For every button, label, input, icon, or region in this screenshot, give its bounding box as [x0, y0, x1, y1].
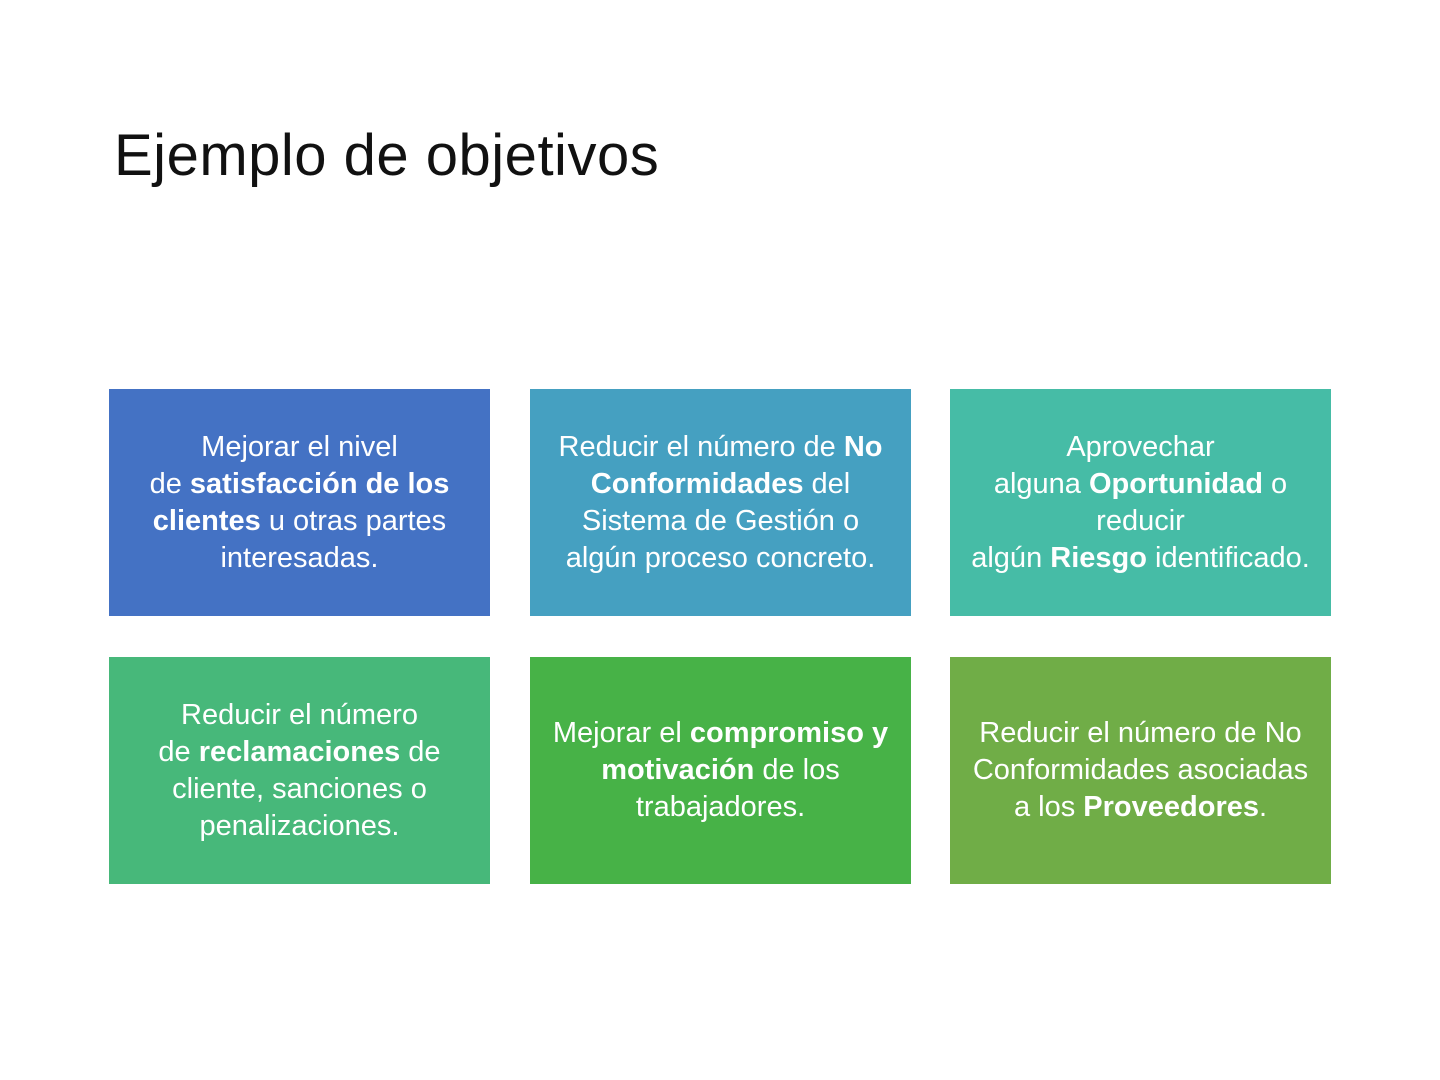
bold-text: reclamaciones	[198, 735, 401, 768]
box-text-line: Reducir el número	[158, 697, 440, 734]
text: .	[1258, 791, 1268, 823]
box-text-line: clientes u otras partes	[150, 503, 450, 540]
text: interesadas.	[220, 541, 379, 574]
text: alguna	[993, 467, 1089, 500]
box-text-line: interesadas.	[150, 540, 450, 577]
box-text-line: reducir	[971, 503, 1310, 540]
box-text-line: Reducir el número de No	[559, 429, 883, 466]
box-text-line: de reclamaciones de	[158, 734, 440, 771]
box-text-line: Conformidades del	[559, 466, 883, 503]
box-text: Reducir el número de No Conformidades aso…	[973, 715, 1308, 826]
text: de los	[754, 754, 840, 786]
box-text-line: Mejorar el nivel	[150, 429, 450, 466]
box-text-line: Reducir el número de No	[973, 715, 1308, 752]
text: Reducir el número	[181, 698, 418, 731]
text: Reducir el número de No	[979, 717, 1302, 749]
text: a los	[1013, 791, 1084, 823]
text: algún proceso concreto.	[565, 541, 876, 574]
box-text-line: a los Proveedores.	[973, 789, 1308, 826]
text: de	[158, 735, 199, 768]
text: Reducir el número de	[558, 430, 844, 463]
text: Conformidades asociadas	[972, 754, 1309, 786]
objective-box-suppliers: Reducir el número de No Conformidades aso…	[950, 657, 1331, 884]
text: u otras partes	[260, 504, 447, 537]
bold-text: Riesgo	[1050, 541, 1147, 574]
bold-text: No	[843, 430, 883, 463]
text: reducir	[1096, 504, 1185, 537]
box-text-line: penalizaciones.	[158, 808, 440, 845]
text: Mejorar el nivel	[201, 430, 398, 463]
text: cliente, sanciones o	[172, 772, 427, 805]
text: o	[1262, 467, 1288, 500]
text: identificado.	[1146, 541, 1310, 574]
text: penalizaciones.	[199, 809, 400, 842]
text: trabajadores.	[635, 791, 806, 823]
text: de	[400, 735, 441, 768]
box-text-line: algún Riesgo identificado.	[971, 540, 1310, 577]
box-text-line: algún proceso concreto.	[559, 540, 883, 577]
box-text-line: alguna Oportunidad o	[971, 466, 1310, 503]
bold-text: Oportunidad	[1088, 467, 1263, 500]
box-text-line: Mejorar el compromiso y	[553, 715, 888, 752]
bold-text: compromiso y	[689, 717, 889, 749]
slide-title: Ejemplo de objetivos	[114, 123, 660, 188]
text: del	[803, 467, 851, 500]
box-text-line: Conformidades asociadas	[973, 752, 1308, 789]
text: Mejorar el	[552, 717, 690, 749]
text: de	[149, 467, 190, 500]
text: Sistema de Gestión o	[581, 504, 860, 537]
box-text-line: motivación de los	[553, 752, 888, 789]
box-text-line: trabajadores.	[553, 789, 888, 826]
bold-text: Proveedores	[1083, 791, 1259, 823]
box-text-line: Aprovechar	[971, 429, 1310, 466]
box-text-line: de satisfacción de los	[150, 466, 450, 503]
text: algún	[971, 541, 1051, 574]
text: Aprovechar	[1066, 430, 1215, 463]
box-text-line: cliente, sanciones o	[158, 771, 440, 808]
bold-text: satisfacción de los	[189, 467, 450, 500]
bold-text: Conformidades	[590, 467, 804, 500]
box-text-line: Sistema de Gestión o	[559, 503, 883, 540]
bold-text: clientes	[152, 504, 261, 537]
bold-text: motivación	[601, 754, 755, 786]
